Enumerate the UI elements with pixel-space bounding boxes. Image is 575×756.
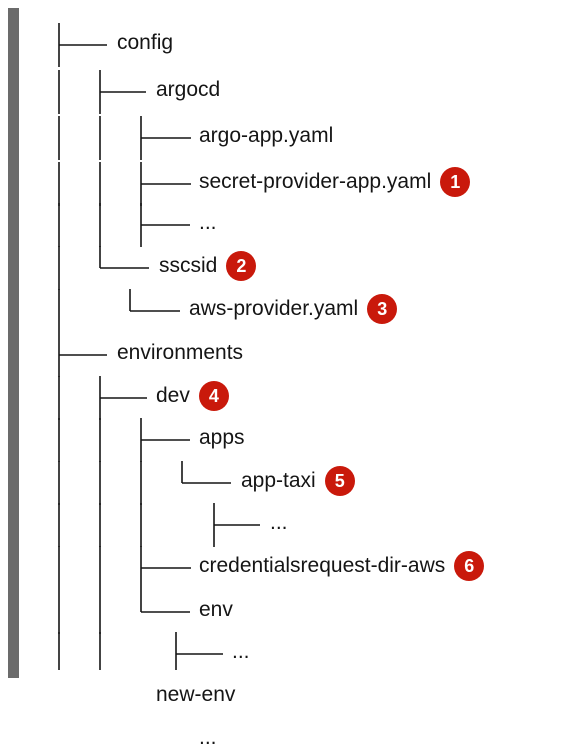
node-label: app-taxi (241, 469, 316, 492)
tree-node-argo-app-yaml: argo-app.yaml (199, 118, 333, 154)
node-label: env (199, 598, 233, 621)
tree-node-app-taxi: app-taxi 5 (241, 463, 355, 499)
tree-node-argocd: argocd (156, 72, 220, 108)
callout-badge-5: 5 (324, 466, 355, 496)
node-label: ... (270, 511, 288, 534)
tree-connector-lines (58, 23, 260, 670)
tree-node-sscsid: sscsid 2 (159, 248, 257, 284)
node-label: dev (156, 384, 190, 407)
callout-badge-4: 4 (198, 381, 229, 411)
node-label: sscsid (159, 254, 218, 277)
node-label: secret-provider-app.yaml (199, 170, 432, 193)
tree-node-credentialsrequest-dir-aws: credentialsrequest-dir-aws 6 (199, 548, 485, 584)
tree-node-new-env: new-env (156, 677, 235, 713)
tree-node-aws-provider-yaml: aws-provider.yaml 3 (189, 291, 398, 327)
tree-node-ellipsis: ... (270, 505, 288, 541)
tree-node-dev: dev 4 (156, 378, 229, 414)
tree-node-ellipsis: ... (199, 720, 217, 756)
callout-badge-6: 6 (454, 551, 485, 581)
node-label: credentialsrequest-dir-aws (199, 554, 446, 577)
tree-node-secret-provider-app-yaml: secret-provider-app.yaml 1 (199, 164, 471, 200)
tree-node-ellipsis: ... (232, 634, 250, 670)
node-label: ... (199, 211, 217, 234)
code-block-left-bar (8, 8, 19, 678)
node-label: config (117, 31, 174, 54)
node-label: ... (232, 640, 250, 663)
node-label: argocd (156, 78, 221, 101)
callout-badge-1: 1 (440, 167, 471, 197)
node-label: new-env (156, 683, 236, 706)
node-label: argo-app.yaml (199, 124, 334, 147)
node-label: aws-provider.yaml (189, 297, 359, 320)
tree-node-environments: environments (117, 335, 243, 371)
tree-node-env: env (199, 592, 233, 628)
tree-node-apps: apps (199, 420, 245, 456)
callout-badge-2: 2 (226, 251, 257, 281)
tree-node-ellipsis: ... (199, 205, 217, 241)
callout-badge-3: 3 (367, 294, 398, 324)
node-label: apps (199, 426, 245, 449)
tree-node-config: config (117, 25, 173, 61)
node-label: environments (117, 341, 244, 364)
node-label: ... (199, 726, 217, 749)
